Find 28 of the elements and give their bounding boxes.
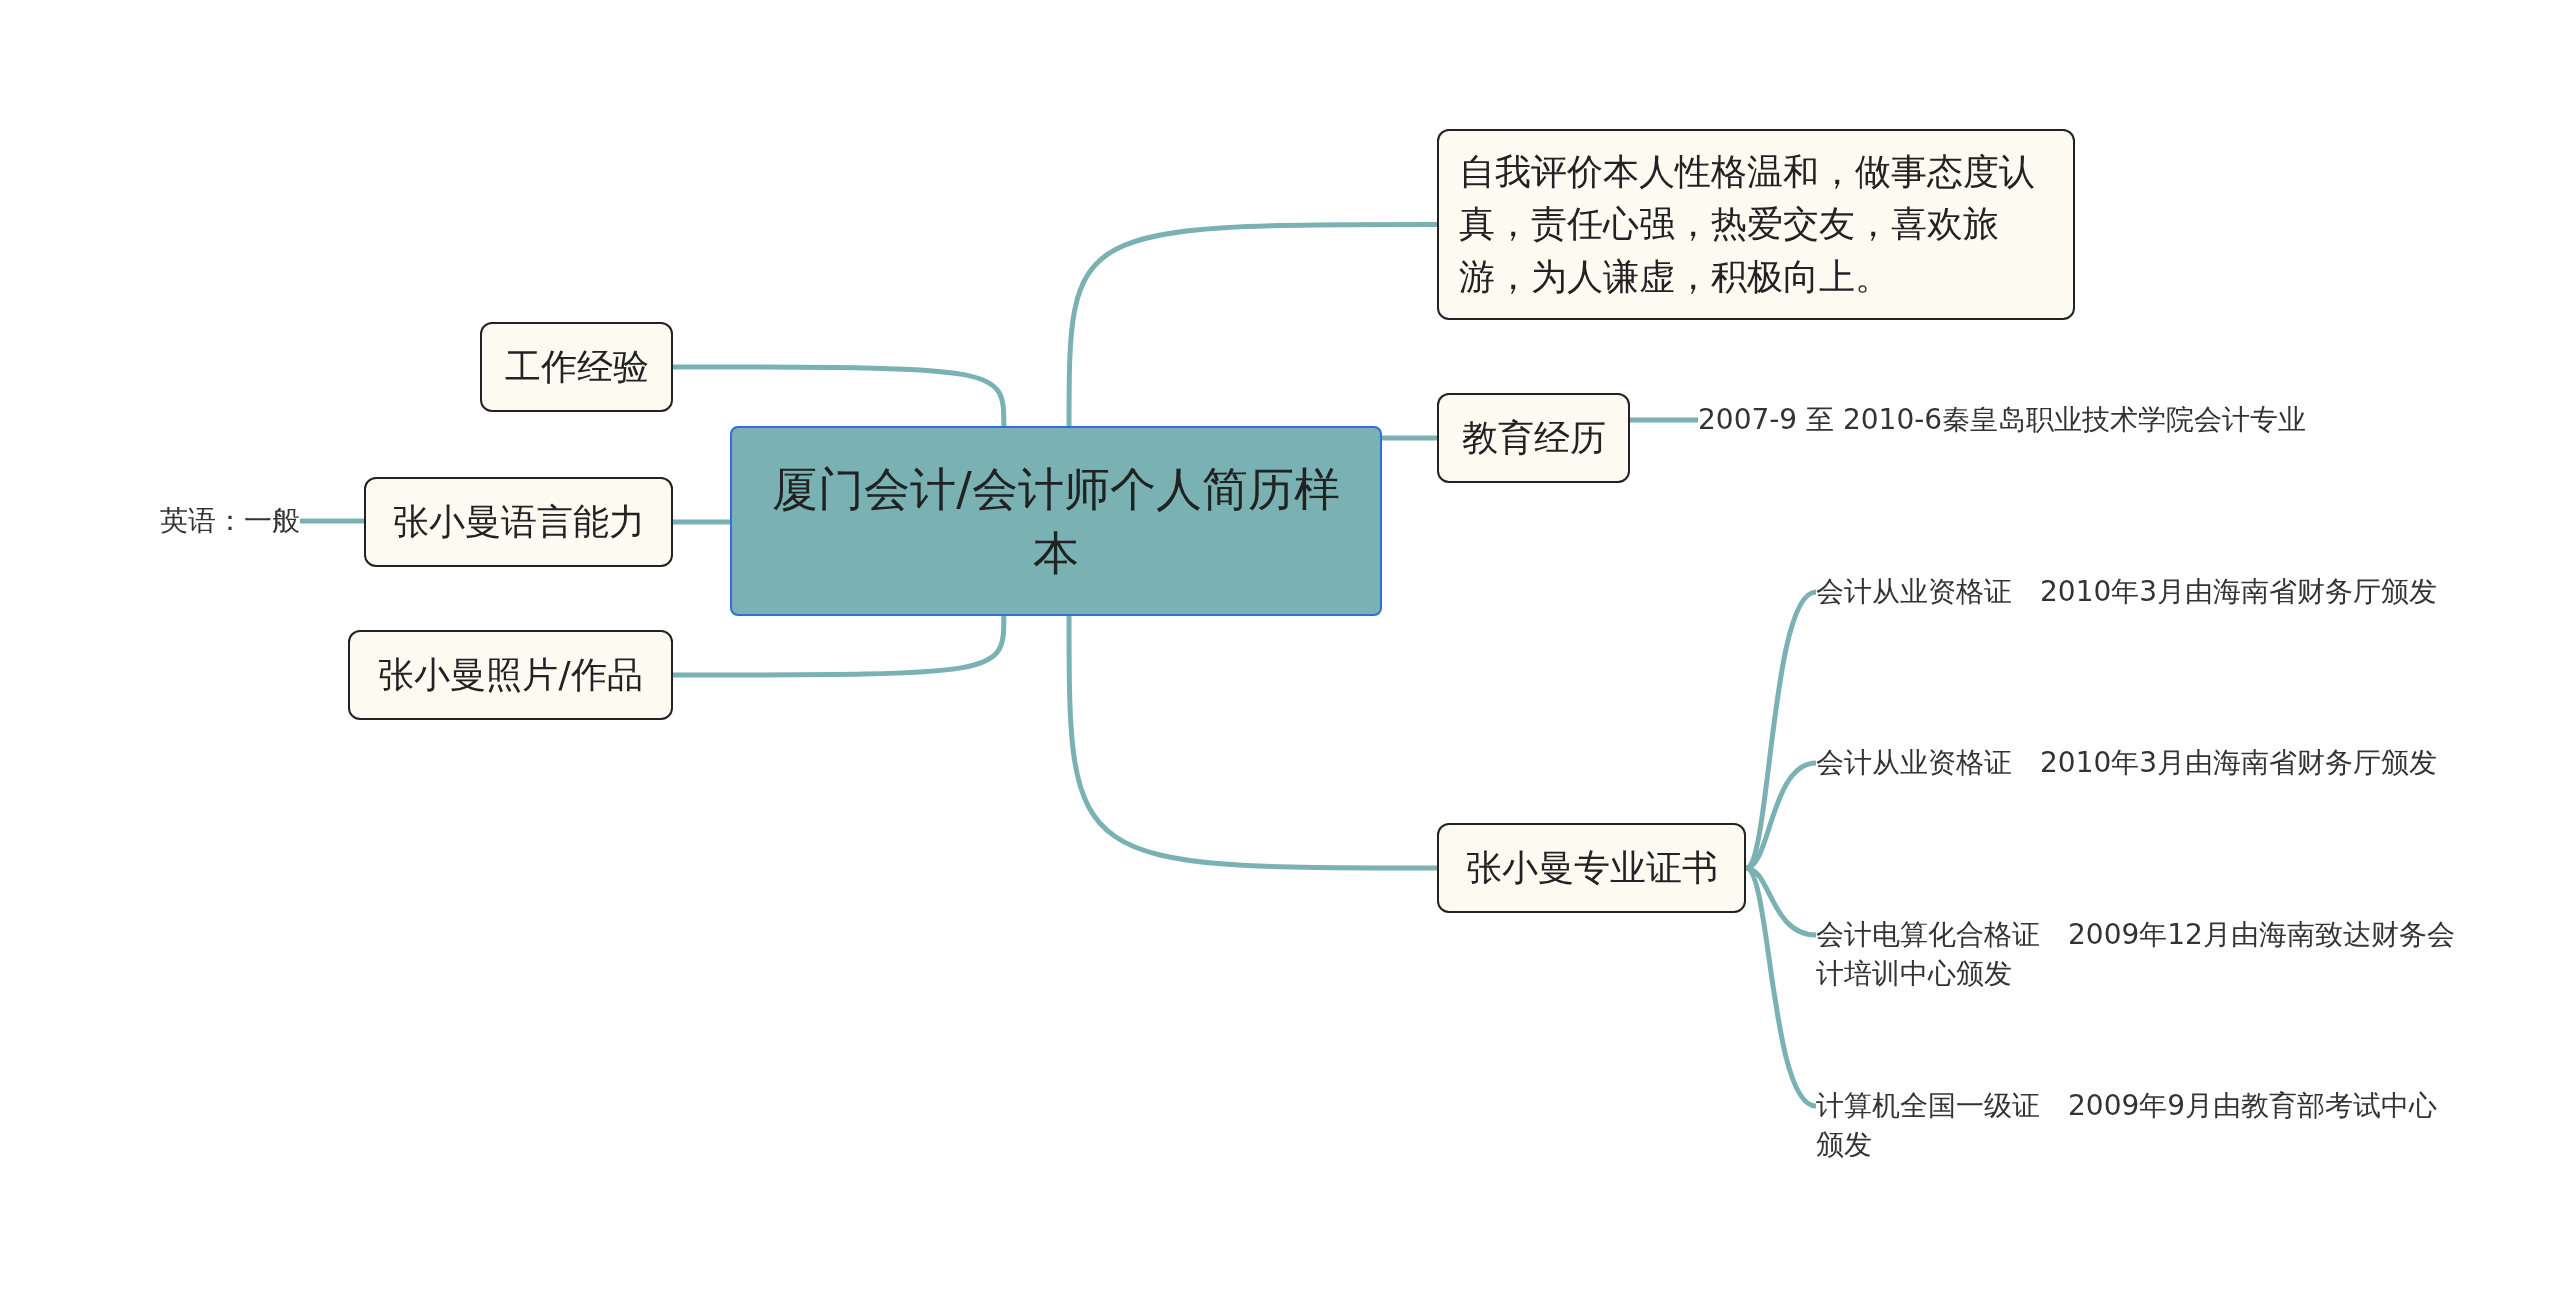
leaf-text: 会计从业资格证 2010年3月由海南省财务厅颁发 (1816, 574, 2438, 610)
connector-line (300, 518, 364, 524)
connector-line (1066, 222, 1437, 426)
topic-label: 张小曼照片/作品 (378, 652, 643, 697)
topic-label: 教育经历 (1461, 415, 1606, 460)
leaf-text: 英语：一般 (160, 503, 300, 539)
connector-line (673, 519, 730, 525)
topic-box (480, 322, 673, 412)
topic-box (1437, 823, 1746, 913)
topic-box (1437, 129, 2075, 320)
connector-line (1382, 435, 1437, 441)
leaf-text: 会计从业资格证 2010年3月由海南省财务厅颁发 (1816, 745, 2438, 781)
topic-label: 工作经验 (504, 344, 649, 389)
topic-label: 张小曼专业证书 (1465, 845, 1718, 890)
connector-line (1630, 417, 1698, 423)
central-topic-box (730, 426, 1382, 616)
topic-label: 厦门会计/会计师个人简历样本 (771, 460, 1341, 582)
topic-label: 张小曼语言能力 (392, 499, 645, 544)
topic-box (348, 630, 673, 720)
connector-line (673, 615, 1007, 678)
topic-box (1437, 393, 1630, 483)
connector-line (1066, 616, 1437, 871)
connector-line (673, 364, 1007, 427)
leaf-text: 计算机全国一级证 2009年9月由教育部考试中心颁发 (1816, 1088, 2439, 1164)
topic-label: 自我评价本人性格温和，做事态度认真，责任心强，热爱交友，喜欢旅游，为人谦虚，积极向上。 (1459, 150, 2036, 299)
leaf-text: 2007-9 至 2010-6秦皇岛职业技术学院会计专业 (1698, 402, 2307, 438)
topic-box (364, 477, 673, 567)
leaf-text: 会计电算化合格证 2009年12月由海南致达财务会计培训中心颁发 (1816, 917, 2456, 993)
